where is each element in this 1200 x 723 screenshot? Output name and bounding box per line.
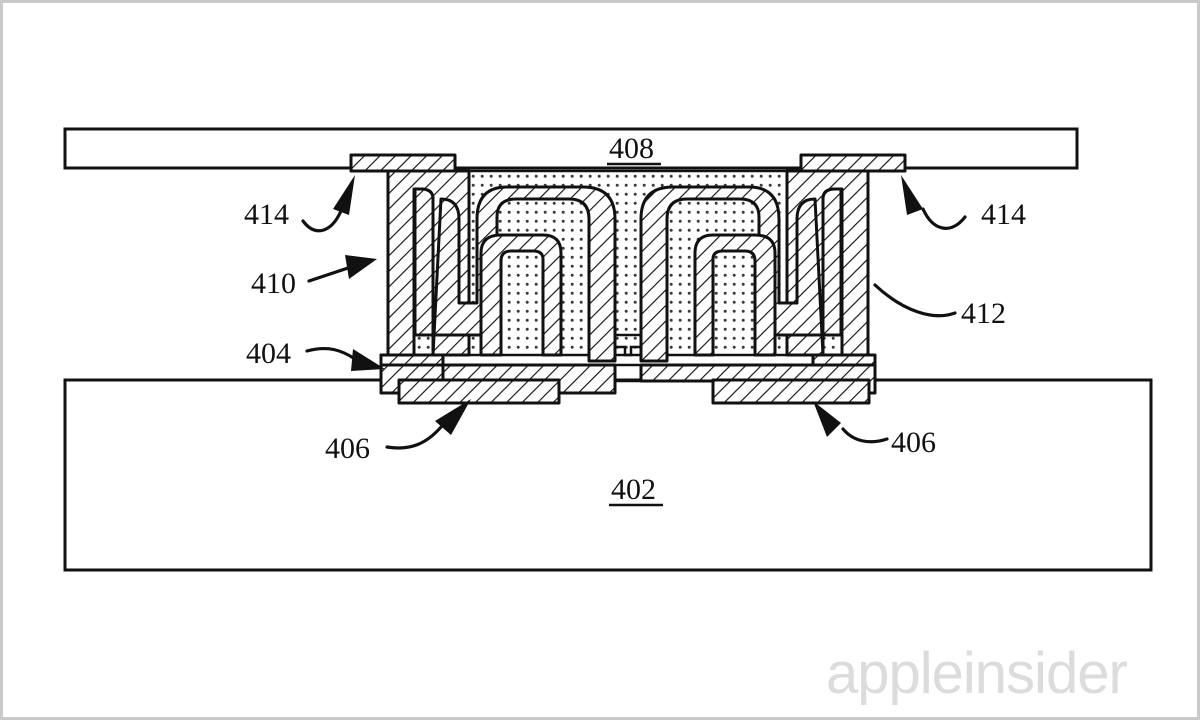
- left-interlock-fin: [413, 185, 617, 363]
- label-406-left-text: 406: [325, 432, 370, 465]
- left-top-tab-414: [349, 153, 457, 173]
- label-406-right: 406: [813, 401, 936, 459]
- label-402-text: 402: [611, 473, 656, 506]
- center-gap: [613, 333, 643, 357]
- label-412-text: 412: [961, 297, 1006, 330]
- label-404-text: 404: [246, 337, 291, 370]
- label-410-text: 410: [251, 267, 296, 300]
- label-414-right: 414: [901, 175, 1026, 231]
- label-406-right-text: 406: [891, 426, 936, 459]
- appleinsider-watermark: appleinsider: [826, 641, 1127, 706]
- label-410: 410: [251, 255, 377, 300]
- label-414-left: 414: [244, 175, 355, 233]
- patent-cross-section-diagram: 408 402 414 414 410 412: [63, 127, 1153, 706]
- label-406-left: 406: [325, 399, 471, 465]
- bottom-substrate-402: [63, 378, 1153, 572]
- label-414-left-text: 414: [244, 198, 289, 231]
- label-412: 412: [873, 283, 1006, 330]
- label-414-right-text: 414: [981, 198, 1026, 231]
- label-404: 404: [246, 337, 385, 371]
- right-solder-pad-406: [711, 378, 871, 405]
- left-solder-pad-406: [397, 378, 561, 405]
- right-top-tab-414: [799, 153, 907, 173]
- label-408-text: 408: [609, 132, 654, 165]
- label-402: 402: [609, 473, 663, 507]
- right-interlock-fin: [639, 185, 843, 363]
- top-substrate-408: [63, 127, 1079, 170]
- label-408: 408: [607, 132, 661, 166]
